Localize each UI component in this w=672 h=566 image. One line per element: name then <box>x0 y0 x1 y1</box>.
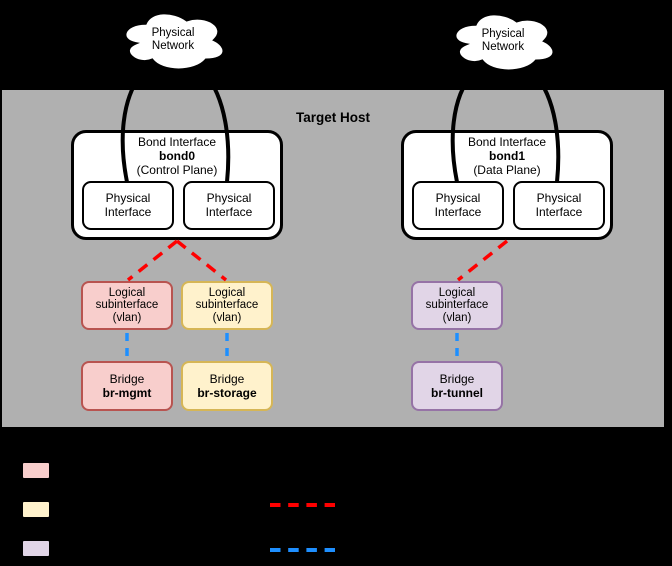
vlan-subinterface-box-tunnel: Logical subinterface (vlan) <box>411 281 503 330</box>
legend-swatch-tunnel <box>21 539 51 558</box>
bridge-name: br-mgmt <box>102 386 152 400</box>
vlan-subinterface-box-storage: Logical subinterface (vlan) <box>181 281 273 330</box>
physical-interface-box: Physical Interface <box>412 181 504 230</box>
bridge-title: Bridge <box>109 372 145 386</box>
legend-swatch-mgmt <box>21 461 51 480</box>
bond1-box: Bond Interface bond1 (Data Plane) Physic… <box>401 130 613 240</box>
physical-interface-box: Physical Interface <box>183 181 275 230</box>
cloud-label: Physical Network <box>481 27 525 53</box>
physical-network-cloud-right: Physical Network <box>445 4 561 78</box>
cloud-icon <box>123 11 225 71</box>
bond-name: bond0 <box>159 149 195 163</box>
vlan-subinterface-box-mgmt: Logical subinterface (vlan) <box>81 281 173 330</box>
bond0-label: Bond Interface bond0 (Control Plane) <box>74 133 280 177</box>
bridge-name: br-tunnel <box>431 386 483 400</box>
bridge-box-storage: Bridge br-storage <box>181 361 273 411</box>
physical-interface-box: Physical Interface <box>82 181 174 230</box>
bridge-box-tunnel: Bridge br-tunnel <box>411 361 503 411</box>
bond-title: Bond Interface <box>137 135 217 149</box>
legend-swatch-storage <box>21 500 51 519</box>
bond-plane: (Data Plane) <box>473 163 541 177</box>
bond1-label: Bond Interface bond1 (Data Plane) <box>404 133 610 177</box>
bridge-name: br-storage <box>197 386 257 400</box>
cloud-icon <box>453 12 555 72</box>
cloud-label: Physical Network <box>151 26 195 52</box>
target-host-label: Target Host <box>295 110 370 125</box>
bond-plane: (Control Plane) <box>136 163 218 177</box>
bond-title: Bond Interface <box>467 135 547 149</box>
bond0-box: Bond Interface bond0 (Control Plane) Phy… <box>71 130 283 240</box>
bond-name: bond1 <box>489 149 525 163</box>
bridge-title: Bridge <box>439 372 475 386</box>
physical-network-cloud-left: Physical Network <box>115 3 231 77</box>
bridge-title: Bridge <box>209 372 245 386</box>
bridge-box-mgmt: Bridge br-mgmt <box>81 361 173 411</box>
physical-interface-box: Physical Interface <box>513 181 605 230</box>
